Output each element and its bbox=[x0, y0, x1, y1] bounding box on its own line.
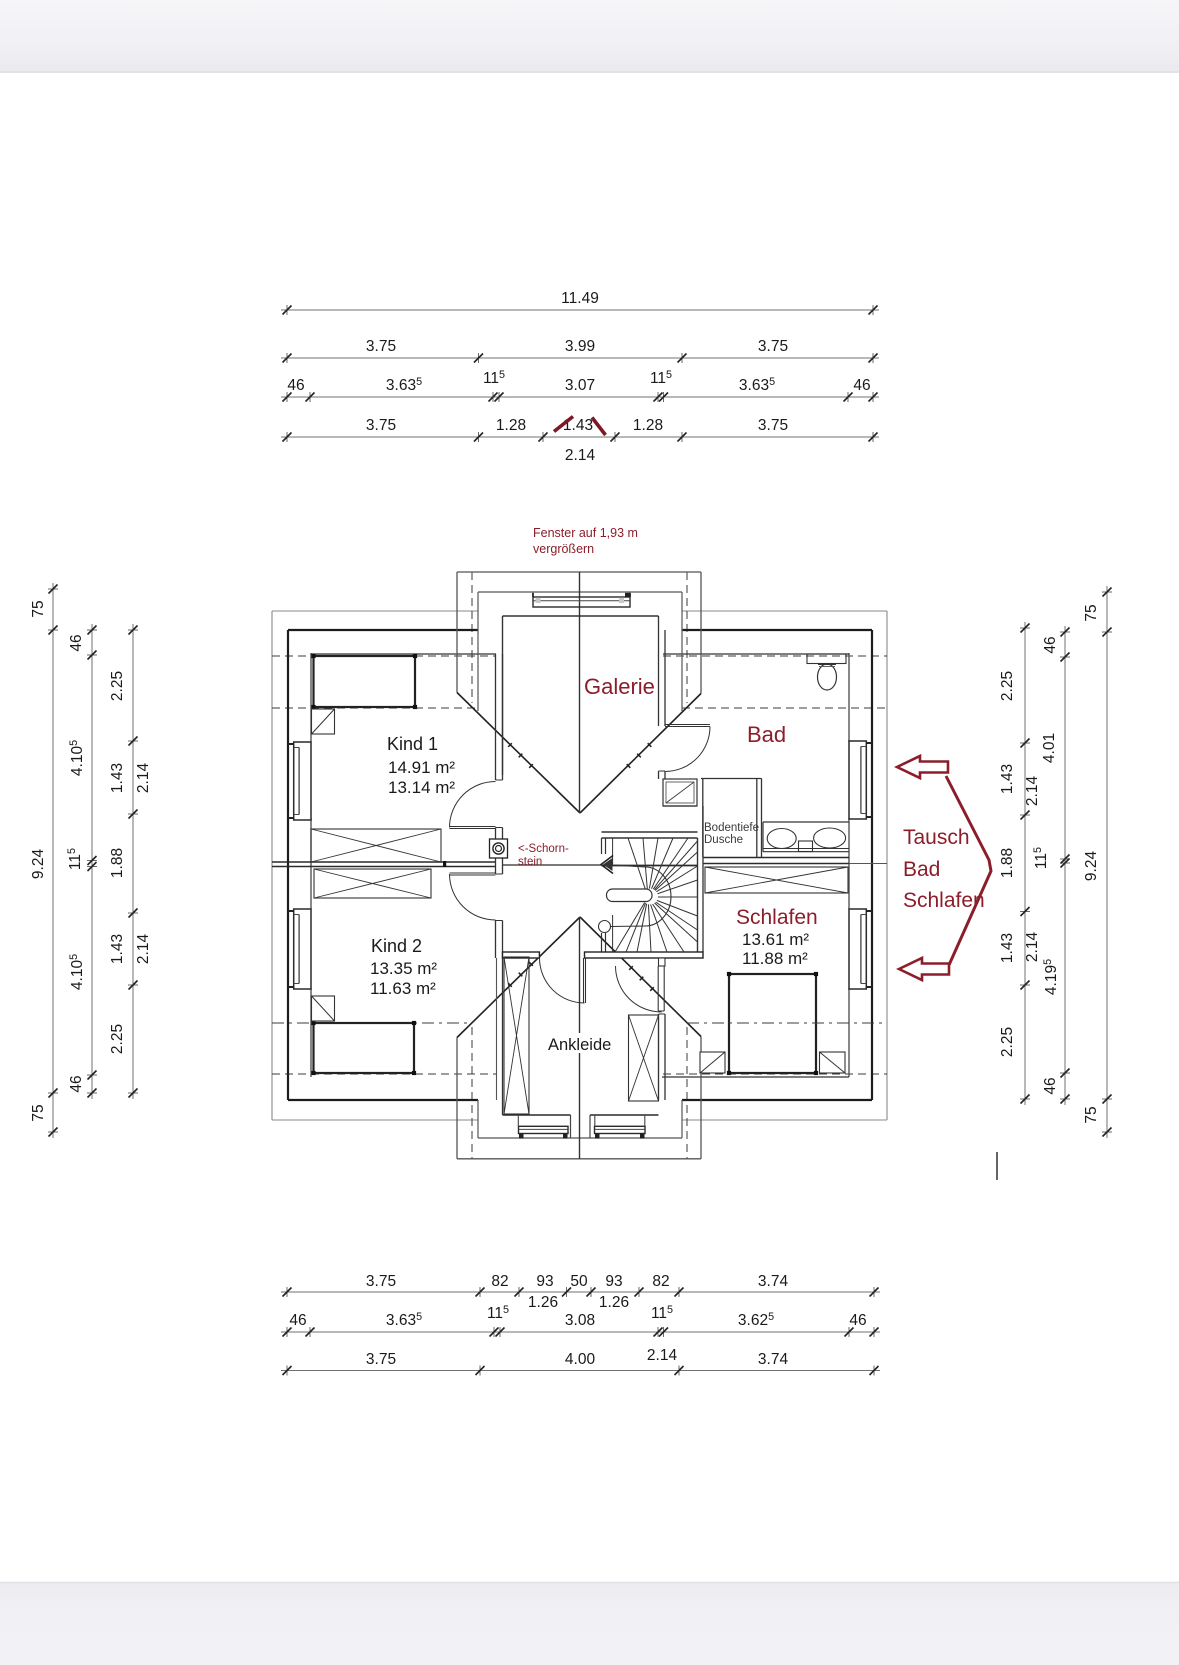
svg-text:Galerie: Galerie bbox=[584, 674, 655, 699]
svg-text:Ankleide: Ankleide bbox=[548, 1036, 611, 1054]
svg-text:46: 46 bbox=[1042, 636, 1059, 653]
svg-text:4.00: 4.00 bbox=[565, 1351, 596, 1368]
svg-text:3.75: 3.75 bbox=[758, 417, 788, 434]
svg-text:3.99: 3.99 bbox=[565, 338, 595, 355]
svg-text:46: 46 bbox=[849, 1312, 866, 1329]
svg-text:<-Schorn-: <-Schorn- bbox=[518, 843, 569, 855]
svg-text:11.49: 11.49 bbox=[561, 290, 599, 307]
svg-text:1.43: 1.43 bbox=[109, 763, 126, 793]
svg-text:3.75: 3.75 bbox=[366, 338, 396, 355]
svg-text:Kind 2: Kind 2 bbox=[371, 936, 422, 956]
svg-text:2.25: 2.25 bbox=[999, 1027, 1016, 1057]
svg-text:1.88: 1.88 bbox=[109, 848, 126, 878]
svg-text:3.75: 3.75 bbox=[758, 338, 788, 355]
svg-text:93: 93 bbox=[605, 1273, 622, 1290]
svg-text:stein: stein bbox=[518, 856, 542, 868]
svg-text:Dusche: Dusche bbox=[704, 834, 743, 846]
svg-text:Schlafen: Schlafen bbox=[903, 889, 985, 912]
svg-text:2.14: 2.14 bbox=[135, 934, 152, 965]
svg-text:1.26: 1.26 bbox=[599, 1294, 629, 1311]
svg-text:46: 46 bbox=[68, 1075, 85, 1092]
svg-text:2.25: 2.25 bbox=[109, 1024, 126, 1054]
svg-text:46: 46 bbox=[287, 377, 304, 394]
svg-text:3.635: 3.635 bbox=[386, 1311, 422, 1329]
svg-text:Fenster auf 1,93 m: Fenster auf 1,93 m bbox=[533, 526, 638, 540]
svg-text:11.63 m²: 11.63 m² bbox=[370, 979, 436, 998]
svg-text:Bodentiefe: Bodentiefe bbox=[704, 822, 759, 834]
svg-text:2.14: 2.14 bbox=[1024, 776, 1041, 807]
svg-text:3.625: 3.625 bbox=[738, 1311, 774, 1329]
svg-text:2.14: 2.14 bbox=[1024, 932, 1041, 963]
svg-text:46: 46 bbox=[68, 634, 85, 651]
svg-text:Bad: Bad bbox=[747, 722, 786, 747]
svg-text:2.14: 2.14 bbox=[565, 447, 596, 464]
svg-text:1.43: 1.43 bbox=[999, 933, 1016, 963]
svg-text:4.195: 4.195 bbox=[1042, 959, 1060, 995]
svg-text:75: 75 bbox=[1083, 1106, 1100, 1123]
svg-text:82: 82 bbox=[491, 1273, 508, 1290]
svg-text:3.08: 3.08 bbox=[565, 1312, 595, 1329]
svg-text:9.24: 9.24 bbox=[1083, 851, 1100, 882]
svg-text:2.25: 2.25 bbox=[999, 671, 1016, 701]
svg-text:1.43: 1.43 bbox=[999, 764, 1016, 794]
svg-text:13.14 m²: 13.14 m² bbox=[388, 778, 455, 797]
svg-text:3.74: 3.74 bbox=[758, 1351, 789, 1368]
svg-text:4.105: 4.105 bbox=[68, 954, 86, 990]
svg-text:3.07: 3.07 bbox=[565, 377, 595, 394]
svg-text:4.105: 4.105 bbox=[68, 740, 86, 776]
svg-text:2.25: 2.25 bbox=[109, 671, 126, 701]
svg-text:46: 46 bbox=[289, 1312, 306, 1329]
svg-text:Kind 1: Kind 1 bbox=[387, 734, 438, 754]
svg-text:13.35 m²: 13.35 m² bbox=[370, 959, 437, 978]
svg-text:Schlafen: Schlafen bbox=[736, 906, 818, 929]
svg-text:14.91 m²: 14.91 m² bbox=[388, 758, 455, 777]
svg-text:Tausch: Tausch bbox=[903, 826, 970, 849]
svg-text:3.635: 3.635 bbox=[386, 376, 422, 394]
svg-text:1.28: 1.28 bbox=[633, 417, 663, 434]
svg-text:46: 46 bbox=[1042, 1077, 1059, 1094]
svg-text:46: 46 bbox=[853, 377, 870, 394]
svg-text:82: 82 bbox=[652, 1273, 669, 1290]
svg-text:4.01: 4.01 bbox=[1041, 733, 1058, 763]
svg-text:75: 75 bbox=[1083, 604, 1100, 621]
svg-text:3.75: 3.75 bbox=[366, 1273, 396, 1290]
svg-text:75: 75 bbox=[30, 1104, 47, 1121]
svg-text:50: 50 bbox=[570, 1273, 588, 1290]
svg-text:9.24: 9.24 bbox=[30, 849, 47, 880]
svg-text:1.26: 1.26 bbox=[528, 1294, 558, 1311]
svg-text:3.635: 3.635 bbox=[739, 376, 775, 394]
svg-text:3.75: 3.75 bbox=[366, 417, 396, 434]
svg-text:2.14: 2.14 bbox=[647, 1347, 678, 1364]
svg-text:3.75: 3.75 bbox=[366, 1351, 396, 1368]
svg-text:1.43: 1.43 bbox=[109, 934, 126, 964]
svg-text:13.61 m²: 13.61 m² bbox=[742, 930, 809, 949]
svg-text:Bad: Bad bbox=[903, 858, 940, 881]
svg-text:93: 93 bbox=[536, 1273, 553, 1290]
svg-text:75: 75 bbox=[30, 600, 47, 617]
svg-text:1.43: 1.43 bbox=[563, 417, 593, 434]
svg-text:3.74: 3.74 bbox=[758, 1273, 789, 1290]
svg-text:2.14: 2.14 bbox=[135, 763, 152, 794]
svg-text:1.28: 1.28 bbox=[496, 417, 526, 434]
svg-text:vergrößern: vergrößern bbox=[533, 542, 594, 556]
svg-text:11.88 m²: 11.88 m² bbox=[742, 949, 808, 968]
svg-text:1.88: 1.88 bbox=[999, 848, 1016, 878]
